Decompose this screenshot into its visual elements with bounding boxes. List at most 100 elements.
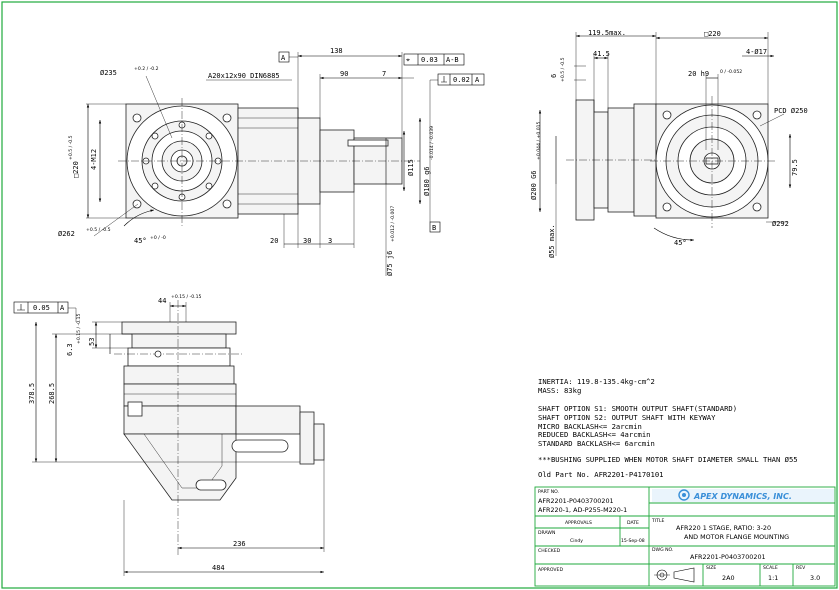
dia-55-max: Ø55 max.: [548, 224, 556, 258]
part-no-1: AFR2201-P0403700201: [538, 497, 614, 505]
bolt-circle-dia: Ø235: [100, 69, 117, 77]
angle-45: 45°: [134, 237, 147, 245]
note-line: INERTIA: 119.8-135.4kg-cm^2: [538, 377, 655, 386]
projection-symbol: [654, 567, 695, 583]
motor-flange-holes: [662, 110, 762, 212]
dim-6: 6: [550, 74, 558, 78]
dim-378-5: 378.5: [28, 383, 36, 404]
scale-label: SCALE: [763, 565, 778, 571]
company-logo: APEX DYNAMICS, INC.: [652, 489, 834, 502]
drawn-label: DRAWN: [538, 530, 555, 536]
notes-block: INERTIA: 119.8-135.4kg-cm^2 MASS: 83kg S…: [538, 377, 798, 479]
dim-20: 20: [270, 237, 278, 245]
position-symbol: ⌖: [406, 56, 410, 64]
dim-138: 138: [330, 47, 343, 55]
position-reference: A-B: [446, 56, 459, 64]
note-line: MICRO BACKLASH<= 2arcmin: [538, 422, 642, 431]
flange-bolt-holes: [132, 113, 232, 209]
dia-115: Ø115: [407, 159, 415, 176]
title-block: [534, 486, 836, 587]
side-view: [538, 32, 792, 256]
size-label: SIZE: [706, 565, 716, 571]
part-no-2: AFR220-1, AD-P255-M220-1: [538, 506, 627, 514]
title-line-2: AND MOTOR FLANGE MOUNTING: [684, 533, 789, 541]
dia-75-tol: +0.012 / -0.007: [390, 206, 396, 242]
rev-value: 3.0: [810, 574, 820, 582]
holes-label: 4-M12: [90, 149, 98, 170]
dim-44-tol: +0.15 / -0.15: [171, 294, 202, 300]
dia-200-tol: +0.044 / +0.015: [536, 121, 542, 160]
bolt-circle-tol: +0.2 / -0.2: [134, 66, 159, 72]
perpendicularity-frame-bottom: [13, 301, 69, 314]
note-line: ***BUSHING SUPPLIED WHEN MOTOR SHAFT DIA…: [538, 455, 798, 464]
output-flange-top: [121, 321, 237, 335]
datum-a-label: A: [281, 54, 286, 62]
dim-484: 484: [212, 564, 225, 572]
note-line: SHAFT OPTION S1: SMOOTH OUTPUT SHAFT(STA…: [538, 404, 737, 413]
dim-7: 7: [382, 70, 386, 78]
scale-value: 1:1: [768, 574, 778, 582]
company-name: APEX DYNAMICS, INC.: [693, 492, 792, 501]
square-220-tol: +0.5 / -0.5: [68, 135, 74, 160]
dim-20-h9: 20 h9: [688, 70, 709, 78]
approvals-label: APPROVALS: [565, 520, 592, 526]
drawn-date: 15-Sep-08: [621, 538, 645, 544]
note-line: REDUCED BACKLASH<= 4arcmin: [538, 430, 651, 439]
keyway: [347, 139, 389, 147]
checked-label: CHECKED: [538, 548, 561, 554]
part-no-label: PART NO.: [538, 489, 559, 495]
dwg-no: AFR2201-P0403700201: [690, 553, 766, 561]
note-line: MASS: 83kg: [538, 386, 581, 395]
dim-30: 30: [303, 237, 311, 245]
position-tolerance: 0.03: [421, 56, 438, 64]
note-line: SHAFT OPTION S2: OUTPUT SHAFT WITH KEYWA…: [538, 413, 716, 422]
holes-4-17: 4-Ø17: [746, 48, 767, 56]
drawn-by: Cindy: [570, 538, 583, 544]
rev-label: REV: [796, 565, 806, 571]
note-line: STANDARD BACKLASH<= 6arcmin: [538, 439, 655, 448]
dim-6-3-tol: +0.15 / -0.15: [76, 313, 82, 344]
title-label: TITLE: [651, 518, 665, 524]
square-220-side: □220: [704, 30, 721, 38]
dim-236: 236: [233, 540, 246, 548]
perp-ref-bottom: A: [60, 304, 65, 312]
title-line-1: AFR220 1 STAGE, RATIO: 3-20: [676, 524, 771, 532]
size-value: 2A0: [722, 574, 735, 582]
angle-45-side: 45°: [674, 239, 687, 247]
dim-3: 3: [328, 237, 332, 245]
dim-268-5: 268.5: [48, 383, 56, 404]
front-view: [86, 51, 485, 276]
perpendicularity-tolerance: 0.02: [453, 76, 470, 84]
dim-44: 44: [158, 297, 166, 305]
length-max: 119.5max.: [588, 29, 626, 37]
approved-label: APPROVED: [538, 567, 563, 573]
angle-45-tol: +0 / -0: [150, 235, 166, 241]
datum-b-label: B: [432, 224, 436, 232]
dia-200: Ø200 G6: [530, 170, 538, 200]
outer-dia-262-tol: +0.5 / -0.5: [86, 227, 111, 233]
dim-41-5: 41.5: [593, 50, 610, 58]
datum-b-box: [429, 221, 441, 233]
dim-53: 53: [88, 338, 96, 346]
motor-adapter: [299, 411, 315, 465]
square-220: □220: [72, 161, 80, 178]
perpendicularity-reference: A: [475, 76, 480, 84]
dwg-no-label: DWG NO.: [652, 547, 673, 553]
perpendicularity-tolerance-frame: [437, 73, 485, 86]
dim-90: 90: [340, 70, 348, 78]
position-tolerance-frame: [403, 53, 465, 66]
dia-292: Ø292: [772, 220, 789, 228]
dim-20-h9-tol: 0 / -0.052: [720, 69, 742, 75]
outer-dia-262: Ø262: [58, 230, 75, 238]
perp-tol-bottom: 0.05: [33, 304, 50, 312]
pcd-250: PCD Ø250: [774, 107, 808, 115]
dia-180-tol: -0.014 / -0.039: [429, 126, 435, 160]
dim-6-tol: +0.5 / -0.5: [560, 57, 566, 82]
dim-79-5: 79.5: [791, 159, 799, 176]
note-line: Old Part No. AFR2201-P4170101: [538, 470, 664, 479]
dia-180: Ø180 g6: [423, 166, 431, 196]
dia-75: Ø75 j6: [386, 251, 394, 276]
date-label: DATE: [627, 520, 639, 526]
